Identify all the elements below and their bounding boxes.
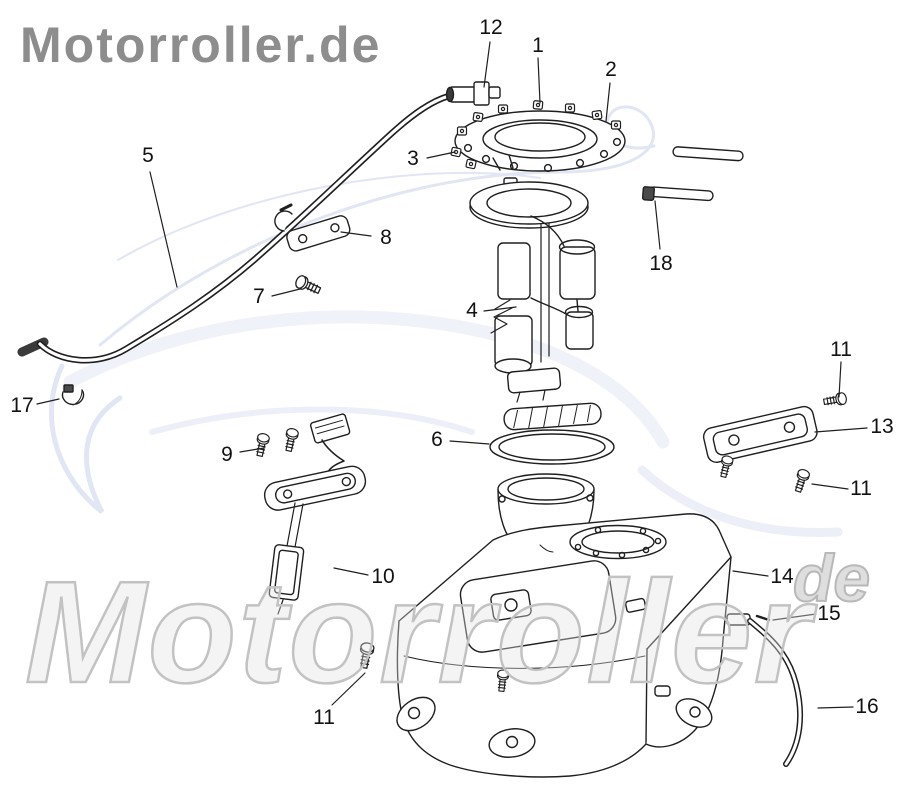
screw-11-mid-icon	[791, 467, 812, 494]
callout-label-7: 7	[253, 285, 265, 308]
callout-label-17: 17	[10, 394, 34, 417]
watermark-top-left: Motorroller.de	[20, 17, 382, 73]
screw-9b-icon	[282, 426, 300, 453]
callout-label-12: 12	[479, 16, 503, 39]
pump-strainer-plate	[503, 402, 602, 431]
screw-7-icon	[293, 273, 323, 298]
hose-elbow-fitting	[445, 81, 501, 106]
hose-clamp-17	[61, 384, 85, 406]
drain-hose	[726, 613, 804, 767]
tank-bracket-13	[702, 405, 818, 464]
callout-label-11-bottom: 11	[313, 706, 335, 729]
callout-label-11-right-top: 11	[830, 338, 852, 361]
screw-9a-icon	[253, 431, 271, 458]
vent-hose-pieces	[641, 146, 744, 202]
callout-label-9: 9	[221, 443, 233, 466]
fuel-pump-assembly	[469, 154, 596, 403]
callout-label-15: 15	[817, 602, 841, 625]
fuel-hose-long	[17, 92, 453, 364]
fuel-level-sensor	[263, 413, 367, 615]
callout-label-1: 1	[532, 34, 544, 57]
watermark-suffix: de	[792, 541, 871, 615]
callout-label-10: 10	[371, 565, 395, 588]
callout-label-14: 14	[770, 565, 794, 588]
callout-label-5: 5	[142, 144, 154, 167]
callout-label-4: 4	[466, 299, 478, 322]
tank-cap-flange	[450, 99, 626, 173]
fuel-tank	[396, 513, 732, 778]
callout-label-13: 13	[870, 415, 894, 438]
screw-11-top-icon	[822, 391, 848, 409]
leader-lines	[36, 41, 868, 709]
callout-label-8: 8	[380, 226, 392, 249]
callout-label-3: 3	[407, 147, 419, 170]
hose-bracket	[274, 203, 351, 252]
callout-label-16: 16	[855, 695, 879, 718]
watermark-main: Motorroller	[24, 551, 813, 713]
callout-label-6: 6	[431, 428, 443, 451]
gasket-ring	[489, 429, 615, 465]
callout-label-11-right-mid: 11	[850, 477, 872, 500]
callout-label-2: 2	[605, 58, 617, 81]
callout-label-18: 18	[649, 252, 673, 275]
